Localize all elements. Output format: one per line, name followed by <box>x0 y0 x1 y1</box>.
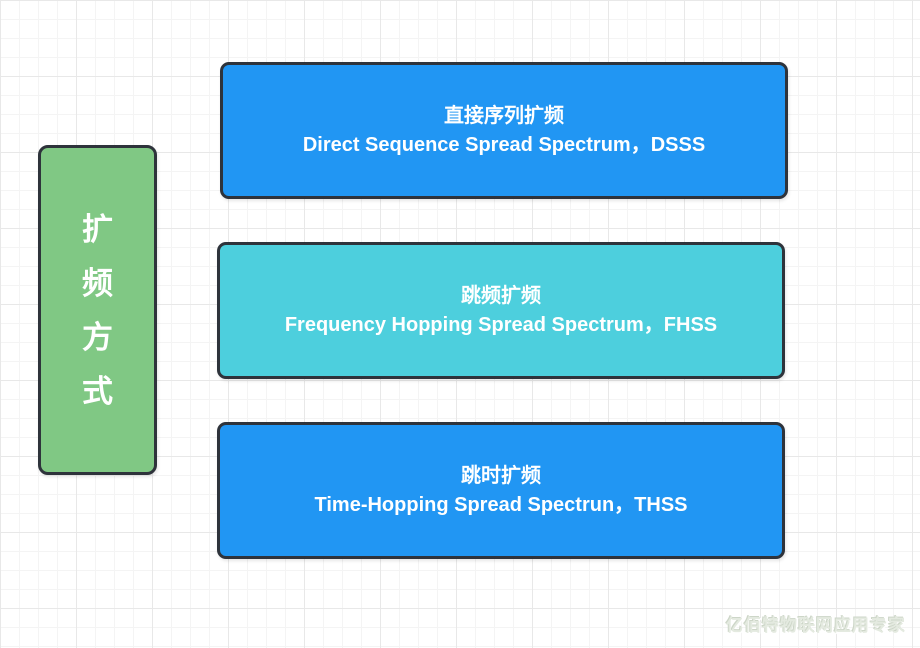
method-card-fhss: 跳频扩频 Frequency Hopping Spread Spectrum，F… <box>217 242 785 379</box>
category-label-char-4: 式 <box>82 373 113 409</box>
method-title-en-fhss: Frequency Hopping Spread Spectrum，FHSS <box>284 313 718 336</box>
method-card-dsss: 直接序列扩频 Direct Sequence Spread Spectrum，D… <box>220 62 788 199</box>
method-title-zh-dsss: 直接序列扩频 <box>444 104 564 127</box>
category-label-char-1: 扩 <box>82 211 113 247</box>
method-title-en-thss: Time-Hopping Spread Spectrun，THSS <box>314 493 688 516</box>
category-label-char-3: 方 <box>82 319 113 355</box>
category-box-spread-spectrum: 扩 频 方 式 <box>38 145 157 475</box>
method-title-zh-thss: 跳时扩频 <box>461 464 541 487</box>
method-card-thss: 跳时扩频 Time-Hopping Spread Spectrun，THSS <box>217 422 785 559</box>
method-title-en-dsss: Direct Sequence Spread Spectrum，DSSS <box>302 133 706 156</box>
category-label-char-2: 频 <box>82 265 113 301</box>
method-title-zh-fhss: 跳频扩频 <box>461 284 541 307</box>
watermark-text: 亿佰特物联网应用专家 <box>726 616 906 635</box>
